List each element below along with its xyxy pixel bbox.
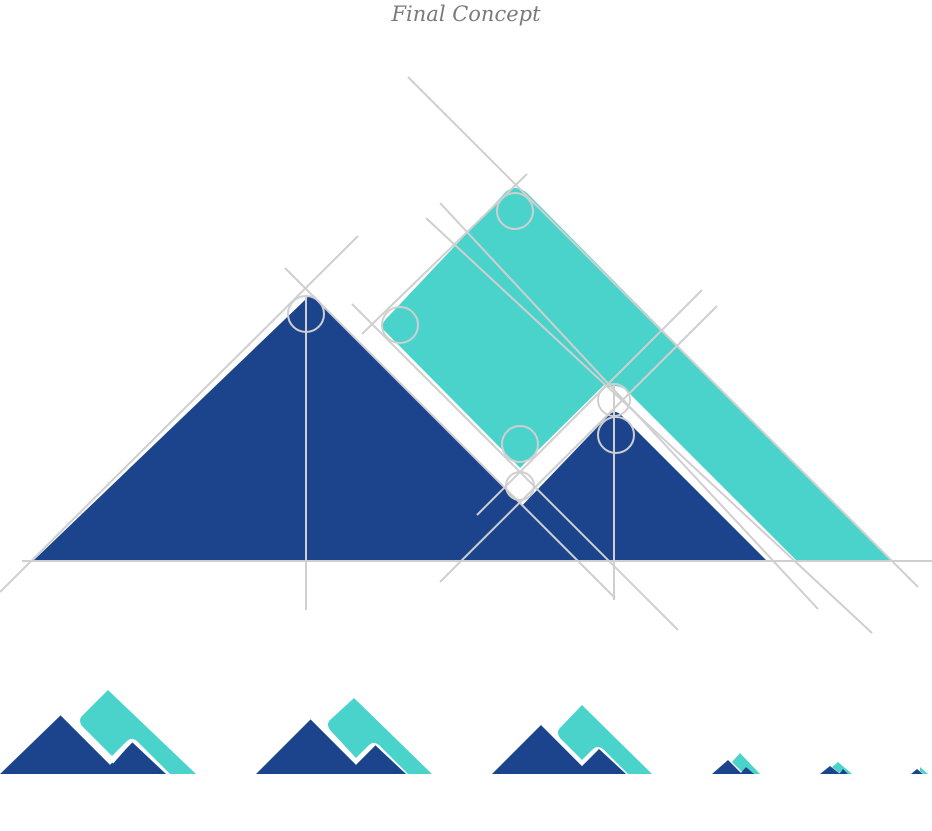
radius-circle — [501, 425, 539, 463]
logo-variant-tiny — [712, 753, 760, 774]
logo-variant-small — [492, 705, 652, 774]
page-title: Final Concept — [391, 2, 541, 26]
radius-circle — [597, 416, 635, 454]
logo-variant-tiniest — [911, 767, 928, 774]
navy-large-mountain — [34, 296, 574, 560]
guide-line — [351, 303, 679, 631]
radius-circle — [496, 192, 534, 230]
guide-line — [425, 217, 873, 634]
radius-circle — [381, 306, 419, 344]
navy-small-mountain — [470, 412, 766, 560]
guide-line — [439, 305, 718, 583]
logo-variant-medium — [256, 698, 432, 774]
logo-variant-large — [0, 690, 196, 774]
logo-variants-row — [0, 690, 928, 774]
logo-main — [34, 188, 890, 560]
logo-variant-tinier — [820, 762, 852, 774]
construction-guides — [0, 76, 932, 634]
guide-line — [407, 76, 919, 588]
guide-line — [284, 267, 616, 599]
guide-line — [0, 235, 359, 593]
radius-circle — [287, 295, 325, 333]
teal-mountain-shape — [381, 188, 890, 560]
guide-line — [476, 289, 703, 516]
radius-circle — [597, 383, 631, 417]
gap-stroke — [348, 301, 612, 483]
radius-circle — [505, 471, 535, 501]
